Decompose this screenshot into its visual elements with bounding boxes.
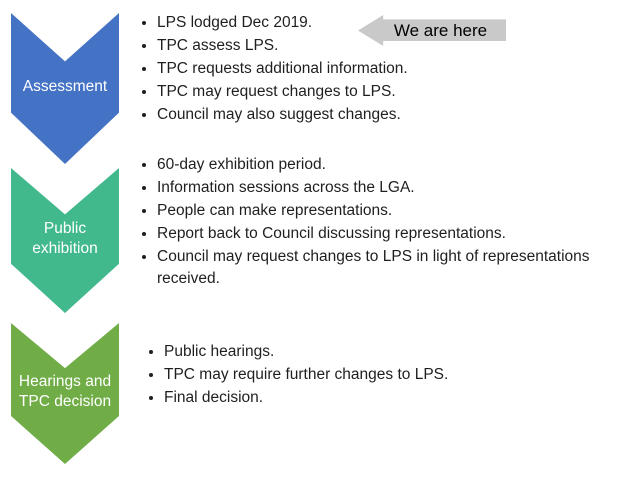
we-are-here-arrow-icon: We are here: [358, 15, 506, 46]
bullet-item: Final decision.: [164, 386, 584, 409]
hearings-bullet-list: Public hearings. TPC may require further…: [144, 340, 584, 409]
stage-label-hearings-tpc-decision: Hearings and TPC decision: [18, 373, 112, 411]
bullet-item: TPC may request changes to LPS.: [157, 80, 577, 103]
stage-label-assessment: Assessment: [22, 77, 108, 95]
bullet-item: People can make representations.: [157, 199, 621, 222]
bullet-item: TPC assess LPS.: [157, 34, 577, 57]
stage-chevron-public-exhibition: Public exhibition: [11, 168, 119, 313]
bullet-item: Public hearings.: [164, 340, 584, 363]
bullet-item: Report back to Council discussing repres…: [157, 222, 621, 245]
bullet-item: Council may request changes to LPS in li…: [157, 245, 621, 290]
public-exhibition-bullet-list: 60-day exhibition period. Information se…: [137, 153, 621, 290]
stage-chevron-hearings-tpc-decision: Hearings and TPC decision: [11, 323, 119, 464]
we-are-here-label: We are here: [393, 21, 488, 40]
bullet-item: LPS lodged Dec 2019.: [157, 11, 577, 34]
stage-chevron-assessment: Assessment: [11, 13, 119, 164]
bullet-item: TPC may require further changes to LPS.: [164, 363, 584, 386]
bullet-item: Information sessions across the LGA.: [157, 176, 621, 199]
bullet-item: Council may also suggest changes.: [157, 103, 577, 126]
bullet-item: TPC requests additional information.: [157, 57, 577, 80]
stage-label-public-exhibition: Public exhibition: [32, 220, 98, 258]
assessment-bullet-list: LPS lodged Dec 2019. TPC assess LPS. TPC…: [137, 11, 577, 126]
bullet-item: 60-day exhibition period.: [157, 153, 621, 176]
